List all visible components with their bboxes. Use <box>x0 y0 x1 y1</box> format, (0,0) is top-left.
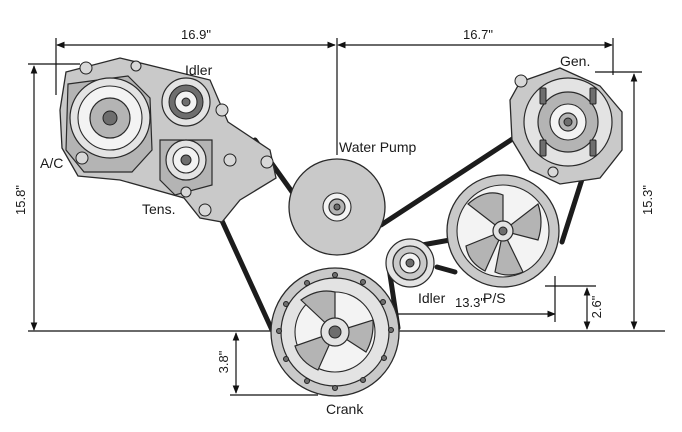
dimension-lines <box>28 38 665 396</box>
crank-pulley <box>270 267 400 397</box>
label-crank: Crank <box>326 401 364 417</box>
bolt <box>180 186 192 198</box>
bolt <box>130 60 142 72</box>
bolt <box>260 155 274 169</box>
dim-label-right-height: 15.3" <box>640 185 655 215</box>
bolt <box>547 166 559 178</box>
crank-bolt-circle <box>276 272 394 391</box>
crank-spoke <box>333 319 374 353</box>
ps-spoke <box>494 229 524 276</box>
label-generator: Gen. <box>560 53 590 69</box>
dim-label-top-left: 16.9" <box>181 27 211 42</box>
bolt <box>75 151 89 165</box>
ac-bracket-assembly <box>59 57 277 223</box>
dim-label-left-height: 15.8" <box>13 185 28 215</box>
dim-label-ps-width: 13.3" <box>455 295 485 310</box>
dim-label-ps-offset: 2.6" <box>589 295 604 318</box>
dim-label-crank-offset: 3.8" <box>216 350 231 373</box>
label-ac: A/C <box>40 155 63 171</box>
ps-spoke <box>467 192 504 233</box>
power-steering-pulley <box>446 174 560 288</box>
ps-spoke <box>465 229 505 272</box>
label-upper-idler: Idler <box>185 62 213 78</box>
label-water-pump: Water Pump <box>339 139 416 155</box>
lower-idler-pulley <box>385 238 435 288</box>
water-pump-pulley <box>288 158 386 256</box>
generator-assembly <box>509 67 623 185</box>
bolt <box>215 103 229 117</box>
label-tensioner: Tens. <box>142 201 175 217</box>
bolt <box>198 203 212 217</box>
bolt <box>79 61 93 75</box>
bolt <box>223 153 237 167</box>
label-power-steering: P/S <box>483 290 506 306</box>
label-lower-idler: Idler <box>418 290 446 306</box>
dim-label-top-right: 16.7" <box>463 27 493 42</box>
bolt <box>514 74 528 88</box>
